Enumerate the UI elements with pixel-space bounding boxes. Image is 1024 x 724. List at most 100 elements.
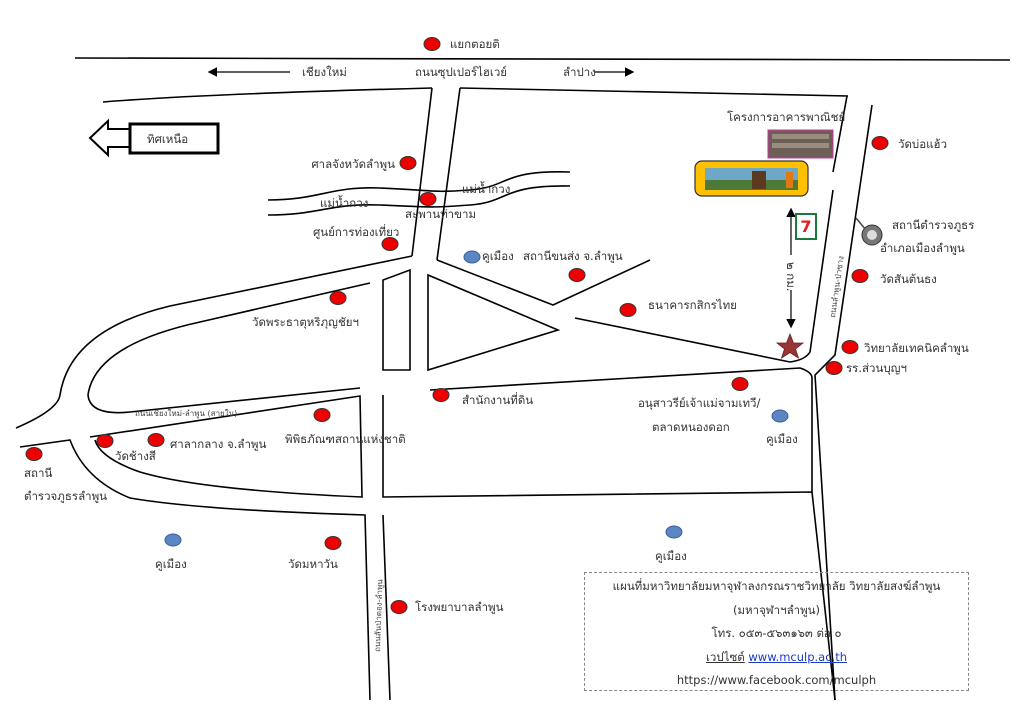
marker-dot <box>871 136 889 150</box>
label-to-lampang: ลำปาง <box>563 65 596 79</box>
label-police-1: สถานี <box>24 466 52 480</box>
marker-dot <box>619 303 637 317</box>
label-monument-1: อนุสาวรีย์เจ้าแม่จามเทวี/ <box>638 396 760 410</box>
marker-dot <box>841 340 859 354</box>
marker-dot <box>825 361 843 375</box>
river-north-bank <box>267 171 571 201</box>
loop-inner <box>87 282 371 414</box>
top-road-north-edge <box>74 57 1011 61</box>
label-city-hall: ศาลากลาง จ.ลำพูน <box>170 437 266 451</box>
marker-dot <box>324 536 342 550</box>
west-road-a <box>19 439 371 701</box>
mid-block-1 <box>382 268 411 371</box>
label-police-2: ตำรวจภูธรลำพูน <box>24 489 107 503</box>
marker-dot <box>381 237 399 251</box>
label-muang-police-2: อำเภอเมืองลำพูน <box>880 241 965 255</box>
info-title: แผนที่มหาวิทยาลัยมหาจุฬาลงกรณราชวิทยาลัย… <box>612 579 941 593</box>
top-road-south-edge-east <box>459 87 849 97</box>
north-arrow-icon <box>88 118 131 158</box>
label-wat-phra-that: วัดพระธาตุหริภุญชัยฯ <box>252 315 359 329</box>
label-wat-mahawan: วัดมหาวัน <box>288 557 338 571</box>
info-phone: โทร. ๐๕๓-๕๖๓๑๖๓ ต่อ ๐ <box>711 626 842 640</box>
marker-dot <box>419 192 437 206</box>
marker-dot <box>851 269 869 283</box>
marker-dot <box>390 600 408 614</box>
destination-star-icon <box>775 332 805 359</box>
label-monument-2: ตลาดหนองดอก <box>652 420 730 434</box>
label-road-sanpatong: ถนนสันป่าตอง-ลำพูน <box>373 579 386 652</box>
label-technical-college: วิทยาลัยเทคนิคลำพูน <box>863 341 968 355</box>
west-road-b <box>89 395 363 498</box>
river-label-west: แม่น้ำกวง <box>320 195 368 210</box>
label-muang-police-1: สถานีตำรวจภูธร <box>892 218 974 232</box>
seven-eleven-icon: 7 <box>795 213 817 240</box>
marker-dot <box>568 268 586 282</box>
marker-dot <box>423 37 441 51</box>
label-land-office: สำนักงานที่ดิน <box>462 392 533 407</box>
label-hospital: โรงพยาบาลลำพูน <box>415 600 504 614</box>
distance-label: ๒ กม. <box>784 262 798 291</box>
moat-marker <box>665 525 683 539</box>
website-label: เวปไซต์ <box>705 649 745 664</box>
label-road-chiangmai-lamphun: ถนนเชียงใหม่-ลำพูน (สายใน) <box>135 409 237 419</box>
label-moat-2: คูเมือง <box>766 432 798 446</box>
label-to-chiangmai: เชียงใหม่ <box>302 65 347 79</box>
label-tha-kham-bridge: สะพานท่าขาม <box>405 207 476 221</box>
top-road-south-edge-west <box>102 87 433 103</box>
label-court: ศาลจังหวัดลำพูน <box>311 157 395 171</box>
moat-marker <box>771 409 789 423</box>
mid-block-2 <box>427 273 561 372</box>
right-road-east <box>814 104 873 701</box>
marker-dot <box>147 433 165 447</box>
markers <box>25 37 889 614</box>
label-wat-san-ton-thong: วัดสันต้นธง <box>880 272 937 286</box>
label-wat-chang-si: วัดช้างสี <box>115 449 156 463</box>
marker-dot <box>329 291 347 305</box>
label-yaek-doi-ti: แยกตอยติ <box>450 37 500 51</box>
marker-dot <box>313 408 331 422</box>
south-road-east <box>382 514 391 701</box>
label-tourist-center: ศูนย์การท่องเที่ยว <box>313 224 399 239</box>
east-road-lower <box>429 367 813 492</box>
marker-dot <box>432 388 450 402</box>
label-suan-bun-school: รร.ส่วนบุญฯ <box>846 361 907 375</box>
label-kasikorn-bank: ธนาคารกสิกรไทย <box>648 298 737 312</box>
superhighway-east <box>436 87 461 261</box>
commercial-building-photo <box>767 129 834 159</box>
right-road-west <box>832 95 848 173</box>
info-website-row: เวปไซต์ www.mculp.ac.th <box>585 646 968 670</box>
label-national-museum: พิพิธภัณฑสถานแห่งชาติ <box>285 432 406 446</box>
info-subtitle: (มหาจุฬาฯลำพูน) <box>732 602 821 617</box>
place-labels: แยกตอยติ ศาลจังหวัดลำพูน สะพานท่าขาม ศูน… <box>24 37 974 614</box>
river-label-east: แม่น้ำกวง <box>462 181 510 196</box>
marker-dot <box>399 156 417 170</box>
info-box: แผนที่มหาวิทยาลัยมหาจุฬาลงกรณราชวิทยาลัย… <box>584 572 969 691</box>
label-bus-station: สถานีขนส่ง จ.ลำพูน <box>523 249 623 263</box>
campus-marker <box>694 160 809 197</box>
label-road-lamphun-pasang: ถนนลำพูน-ป่าซาง <box>828 255 847 318</box>
loop-outer <box>15 255 413 429</box>
label-moat-1: คูเมือง <box>482 249 514 263</box>
east-road-north <box>436 259 651 306</box>
roads <box>15 57 1011 701</box>
svg-text:7: 7 <box>800 217 811 236</box>
label-moat-4: คูเมือง <box>655 549 687 563</box>
marker-dot <box>731 377 749 391</box>
superhighway-west <box>411 87 433 257</box>
moat-marker <box>164 533 182 547</box>
label-commercial-building: โครงการอาคารพาณิชย์ <box>727 110 845 124</box>
label-moat-3: คูเมือง <box>155 557 187 571</box>
label-superhighway: ถนนซุปเปอร์ไฮเวย์ <box>415 65 507 79</box>
north-label: ทิศเหนือ <box>147 132 188 146</box>
label-wat-bo-haeo: วัดบ่อแฮ้ว <box>898 137 947 151</box>
police-seal-icon <box>855 217 883 246</box>
east-road-south <box>574 189 834 363</box>
river-south-bank <box>267 185 571 216</box>
north-indicator: ทิศเหนือ <box>88 118 220 158</box>
facebook-link[interactable]: https://www.facebook.com/mculph <box>676 673 877 687</box>
moat-marker <box>463 250 481 264</box>
website-link[interactable]: www.mculp.ac.th <box>748 649 847 664</box>
marker-dot <box>25 447 43 461</box>
south-block-east <box>382 395 836 701</box>
